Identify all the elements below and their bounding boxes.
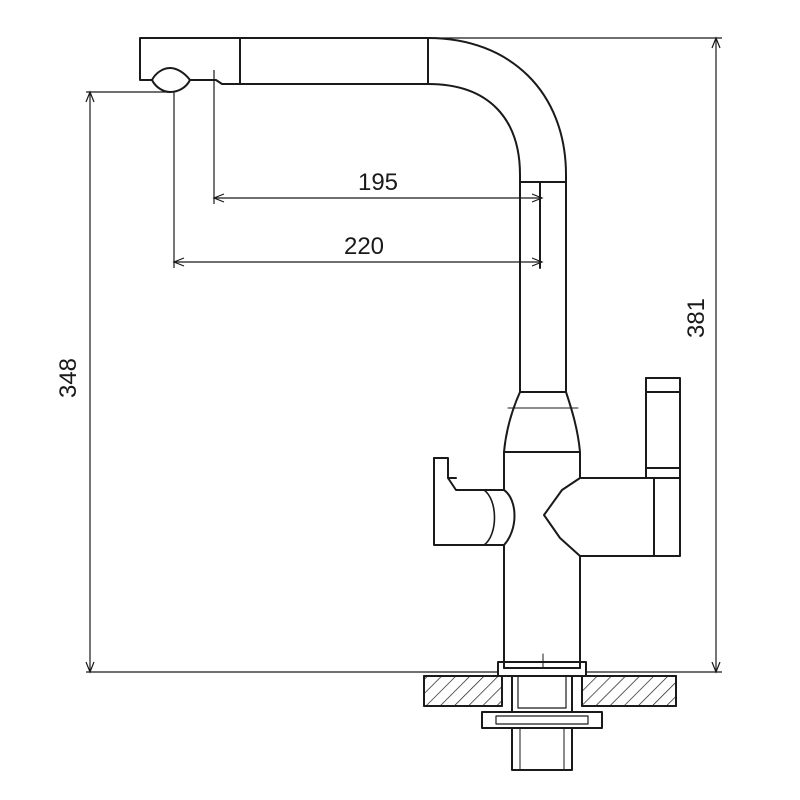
dimension-label-381: 381 [683, 298, 710, 338]
dimension-label-195: 195 [358, 169, 398, 196]
right-lever-handle [579, 377, 681, 557]
dimension-label-220: 220 [344, 233, 384, 260]
countertop-section [423, 675, 677, 707]
mounting-shank [481, 675, 603, 771]
spout-column [519, 181, 567, 393]
dimension-label-348: 348 [55, 358, 82, 398]
left-lever-handle [433, 457, 505, 546]
spout-head [139, 37, 241, 93]
faucet-neck [503, 391, 581, 453]
base-collar [497, 653, 587, 677]
dimension-lines [85, 36, 722, 674]
faucet-body [503, 451, 581, 669]
spout-arm [239, 37, 567, 183]
